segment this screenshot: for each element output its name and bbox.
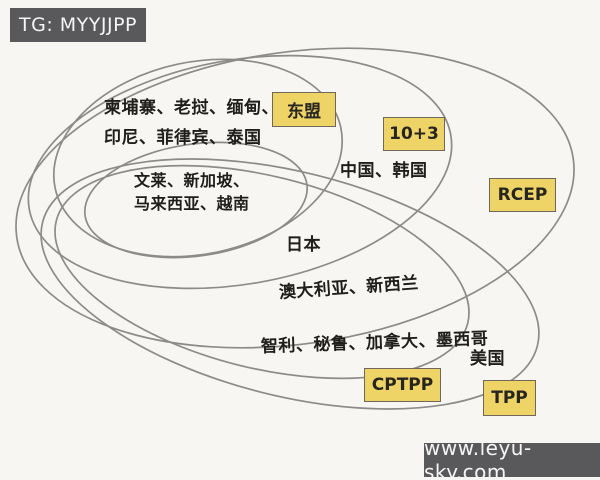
label-brunei-group-line2: 马来西亚、越南 bbox=[134, 194, 250, 213]
node-rcep: RCEP bbox=[489, 178, 556, 212]
node-10plus3: 10+3 bbox=[383, 117, 445, 151]
label-asean-only-line1: 柬埔寨、老挝、缅甸、 bbox=[104, 98, 279, 118]
node-tpp: TPP bbox=[483, 380, 536, 416]
label-asean-only-line2: 印尼、菲律宾、泰国 bbox=[104, 128, 262, 148]
tg-watermark-badge: TG: MYYJJPP bbox=[10, 8, 146, 42]
ellipse-asean bbox=[52, 58, 344, 258]
site-watermark-badge: www.leyu-sky.com bbox=[424, 436, 600, 480]
label-china-korea: 中国、韩国 bbox=[340, 161, 428, 181]
label-japan: 日本 bbox=[286, 235, 321, 255]
ellipse-10plus3 bbox=[27, 54, 453, 290]
ellipse-tpp bbox=[40, 158, 540, 410]
ellipse-cptpp bbox=[54, 164, 470, 380]
label-brunei-group-line1: 文莱、新加坡、 bbox=[134, 171, 250, 190]
ellipse-rcep bbox=[15, 47, 575, 349]
node-cptpp: CPTPP bbox=[364, 368, 441, 402]
label-usa: 美国 bbox=[470, 349, 505, 369]
node-asean: 东盟 bbox=[272, 92, 336, 127]
